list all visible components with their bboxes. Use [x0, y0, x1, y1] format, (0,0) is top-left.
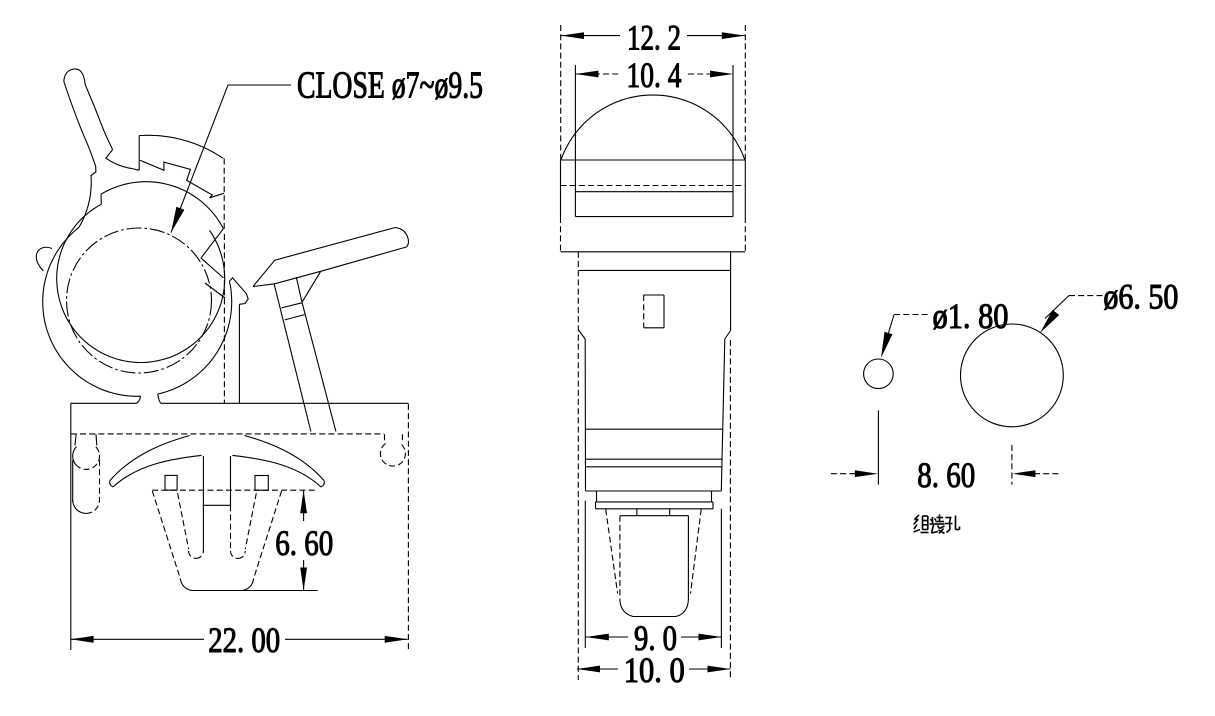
svg-text:10. 4: 10. 4	[627, 55, 682, 95]
svg-text:8. 60: 8. 60	[917, 455, 975, 495]
svg-text:10. 0: 10. 0	[624, 650, 685, 690]
svg-text:12. 2: 12. 2	[627, 17, 681, 57]
svg-text:CLOSE ø7~ø9.5: CLOSE ø7~ø9.5	[297, 65, 483, 107]
svg-text:22. 00: 22. 00	[208, 620, 280, 660]
svg-text:ø1. 80: ø1. 80	[933, 296, 1009, 336]
svg-text:6. 60: 6. 60	[275, 523, 333, 563]
svg-text:ø6. 50: ø6. 50	[1103, 277, 1178, 317]
